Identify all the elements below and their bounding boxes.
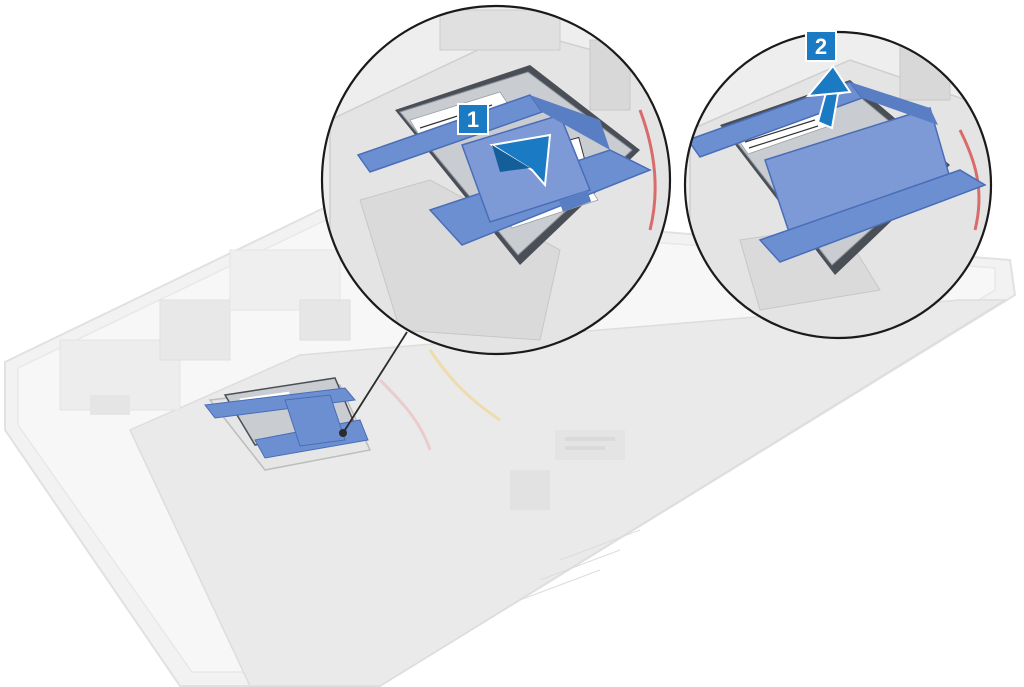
callout-leader-line <box>342 331 408 434</box>
step-1-number: 1 <box>467 107 479 132</box>
step-2-number: 2 <box>815 34 827 59</box>
magnified-view-step-2: 2 <box>683 30 993 340</box>
lift-direction-arrow <box>805 64 852 130</box>
magnified-view-step-1: 1 <box>320 4 672 356</box>
push-direction-arrow <box>489 133 552 188</box>
step-1-badge: 1 <box>457 103 489 135</box>
chassis-hard-drive-caddy <box>204 377 372 471</box>
step-2-badge: 2 <box>805 30 837 62</box>
